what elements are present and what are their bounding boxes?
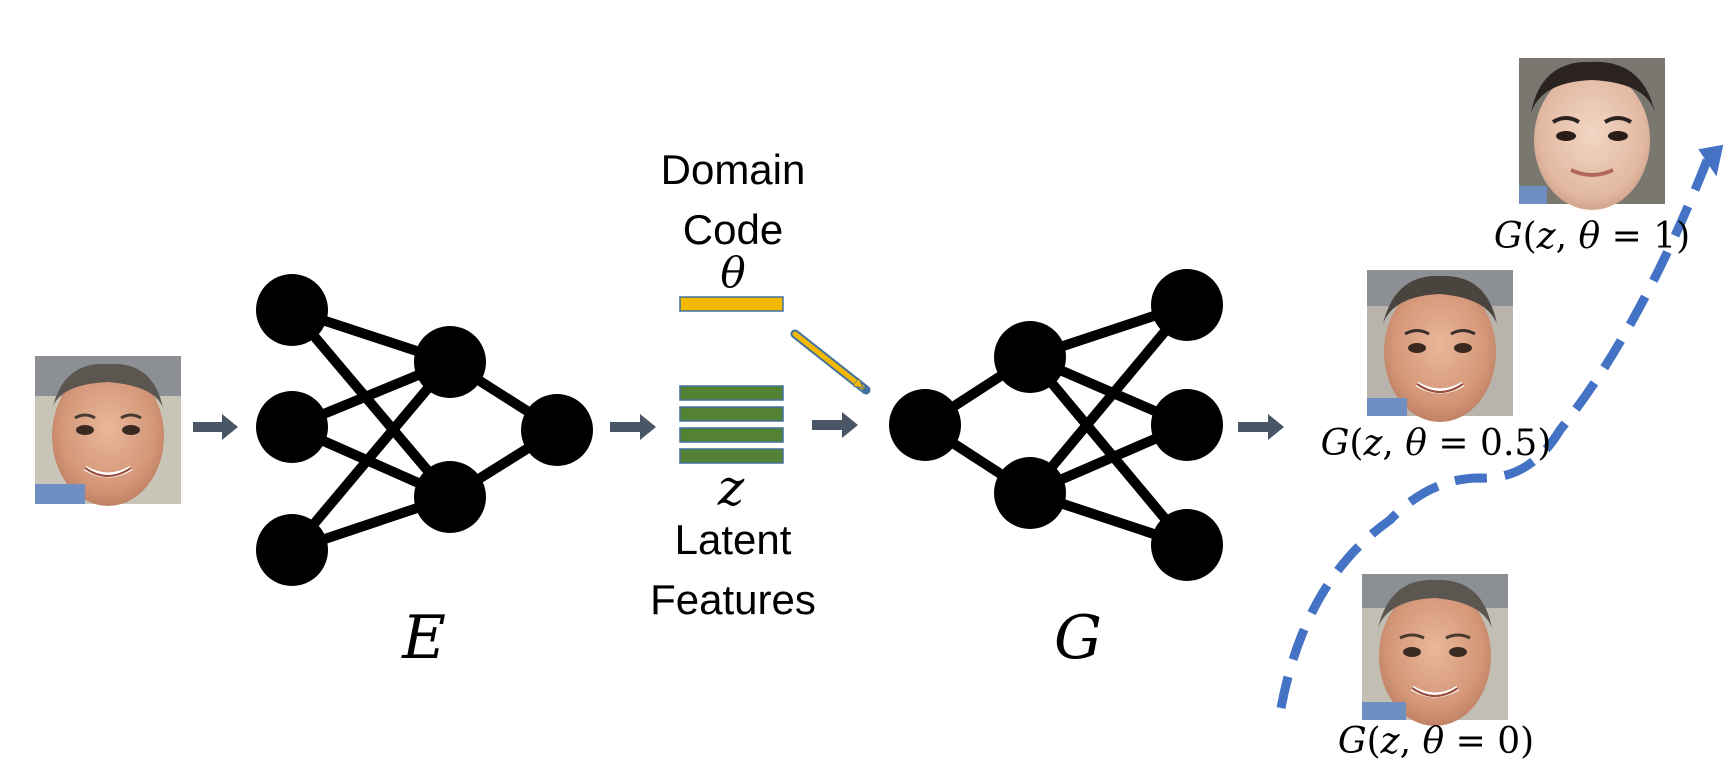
latent-bar bbox=[679, 448, 784, 464]
output-face-theta-0-5 bbox=[1367, 270, 1513, 422]
latent-bar bbox=[679, 385, 784, 401]
arrow-latent-to-generator bbox=[812, 412, 858, 438]
latent-bar bbox=[679, 427, 784, 443]
generator-node bbox=[1151, 269, 1223, 341]
output-face-theta-1 bbox=[1519, 58, 1665, 210]
latent-bar bbox=[679, 406, 784, 422]
output-caption-theta-0: G(z, θ = 0) bbox=[1338, 721, 1534, 762]
latent-feature-bars bbox=[679, 385, 784, 464]
arrow-encoder-to-latent bbox=[610, 414, 656, 440]
encoder-node bbox=[414, 326, 486, 398]
generator-node bbox=[994, 457, 1066, 529]
generator-network bbox=[889, 269, 1223, 581]
domain-code-label-line1: Domain bbox=[661, 146, 806, 193]
latent-label-line2: Features bbox=[650, 576, 816, 623]
encoder-node bbox=[521, 394, 593, 466]
encoder-label: E bbox=[401, 603, 446, 673]
latent-label-line1: Latent bbox=[675, 516, 792, 563]
encoder-node bbox=[256, 514, 328, 586]
domain-code-bar bbox=[679, 296, 784, 312]
encoder-node bbox=[414, 461, 486, 533]
generator-node bbox=[1151, 509, 1223, 581]
output-caption-theta-1: G(z, θ = 1) bbox=[1494, 216, 1690, 257]
output-caption-theta-0-5: G(z, θ = 0.5) bbox=[1321, 423, 1552, 464]
generator-node bbox=[1151, 389, 1223, 461]
arrow-generator-to-outputs bbox=[1238, 414, 1284, 440]
generator-node bbox=[889, 389, 961, 461]
generator-node bbox=[994, 321, 1066, 393]
interpolation-arrowhead bbox=[1698, 144, 1724, 177]
domain-code-label-line2: Code bbox=[683, 206, 783, 253]
domain-code-symbol: θ bbox=[720, 248, 745, 297]
latent-symbol: z bbox=[717, 459, 745, 517]
encoder-network bbox=[256, 274, 593, 586]
encoder-node bbox=[256, 274, 328, 346]
output-face-theta-0 bbox=[1362, 574, 1508, 726]
interpolation-curve bbox=[1276, 156, 1713, 709]
arrow-input-to-encoder bbox=[193, 414, 238, 440]
input-face-image bbox=[35, 356, 181, 506]
generator-label: G bbox=[1054, 603, 1102, 673]
encoder-node bbox=[256, 391, 328, 463]
